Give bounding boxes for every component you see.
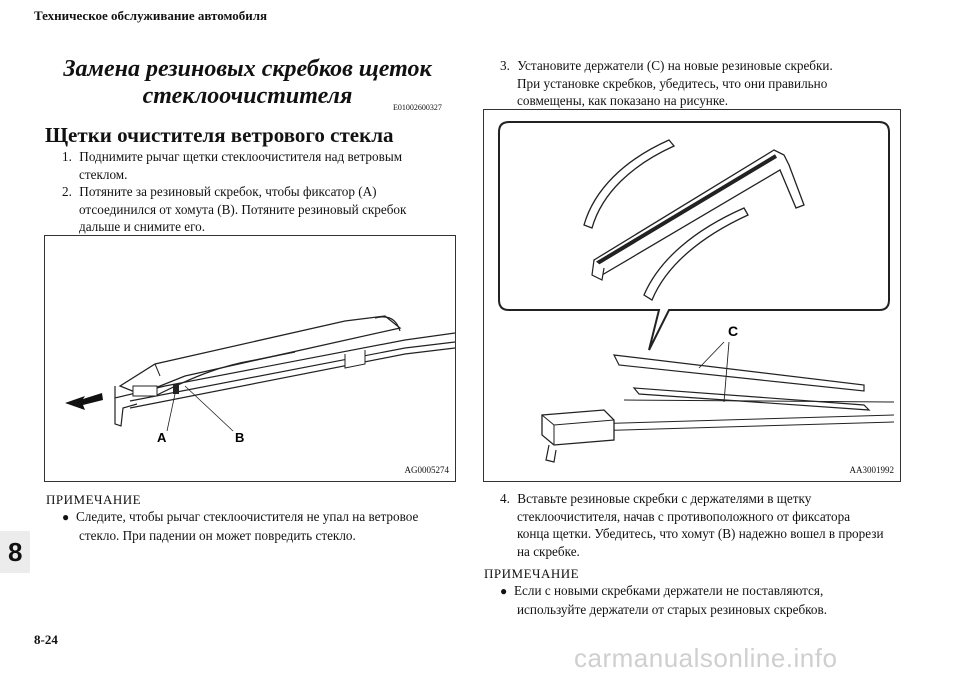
page-title-line2: стеклоочистителя: [142, 83, 353, 109]
steps-left: 1. Поднимите рычаг щетки стеклоочистител…: [62, 148, 462, 236]
wiper-removal-illustration: A B: [65, 315, 456, 445]
step-1: 1. Поднимите рычаг щетки стеклоочистител…: [62, 149, 403, 164]
step-2-cont: отсоединился от хомута (B). Потяните рез…: [79, 201, 407, 217]
note1: ●Следите, чтобы рычаг стеклоочистителя н…: [62, 508, 462, 544]
figure-wiper-removal: A B AG0005274: [44, 235, 456, 482]
holder-install-illustration: C: [498, 121, 895, 463]
chapter-tab: 8: [0, 531, 30, 573]
step-4-cont: стеклоочистителя, начав с противоположно…: [517, 508, 851, 524]
step-1-cont: стеклом.: [79, 166, 128, 182]
section-code: E01002600327: [393, 103, 442, 112]
label-c: C: [728, 323, 738, 339]
note2-cont: используйте держатели от старых резиновы…: [517, 601, 828, 617]
bullet-icon: ●: [62, 510, 70, 524]
note2-heading: ПРИМЕЧАНИЕ: [484, 566, 580, 581]
label-b: B: [235, 430, 244, 445]
note1-cont: стекло. При падении он может повредить с…: [79, 527, 356, 543]
step-4-cont3: на скребке.: [517, 543, 580, 559]
section-subtitle: Щетки очистителя ветрового стекла: [45, 123, 394, 147]
page-title: Замена резиновых скребков щеток стеклооч…: [40, 56, 455, 110]
page-number: 8-24: [34, 632, 58, 647]
step-3: 3. Установите держатели (C) на новые рез…: [500, 57, 940, 110]
step-4-cont2: конца щетки. Убедитесь, что хомут (B) на…: [517, 526, 884, 541]
running-header: Техническое обслуживание автомобиля: [34, 8, 268, 23]
figure2-code: AA3001992: [849, 465, 895, 475]
step-2: 2. Потяните за резиновый скребок, чтобы …: [62, 184, 377, 199]
figure-holder-install: C AA3001992: [483, 109, 901, 482]
page-title-line1: Замена резиновых скребков щеток: [63, 56, 432, 82]
note1-heading: ПРИМЕЧАНИЕ: [46, 492, 142, 507]
step-2-cont2: дальше и снимите его.: [79, 219, 206, 234]
note2: ●Если с новыми скребками держатели не по…: [500, 582, 920, 618]
step-4: 4. Вставьте резиновые скребки с держател…: [500, 490, 940, 560]
bullet-icon: ●: [500, 584, 508, 598]
watermark: carmanualsonline.info: [574, 643, 838, 673]
step-3-cont: При установке скребков, убедитесь, что о…: [517, 75, 828, 91]
label-a: A: [157, 430, 167, 445]
figure1-code: AG0005274: [404, 465, 450, 475]
step-3-cont2: совмещены, как показано на рисунке.: [517, 93, 729, 108]
